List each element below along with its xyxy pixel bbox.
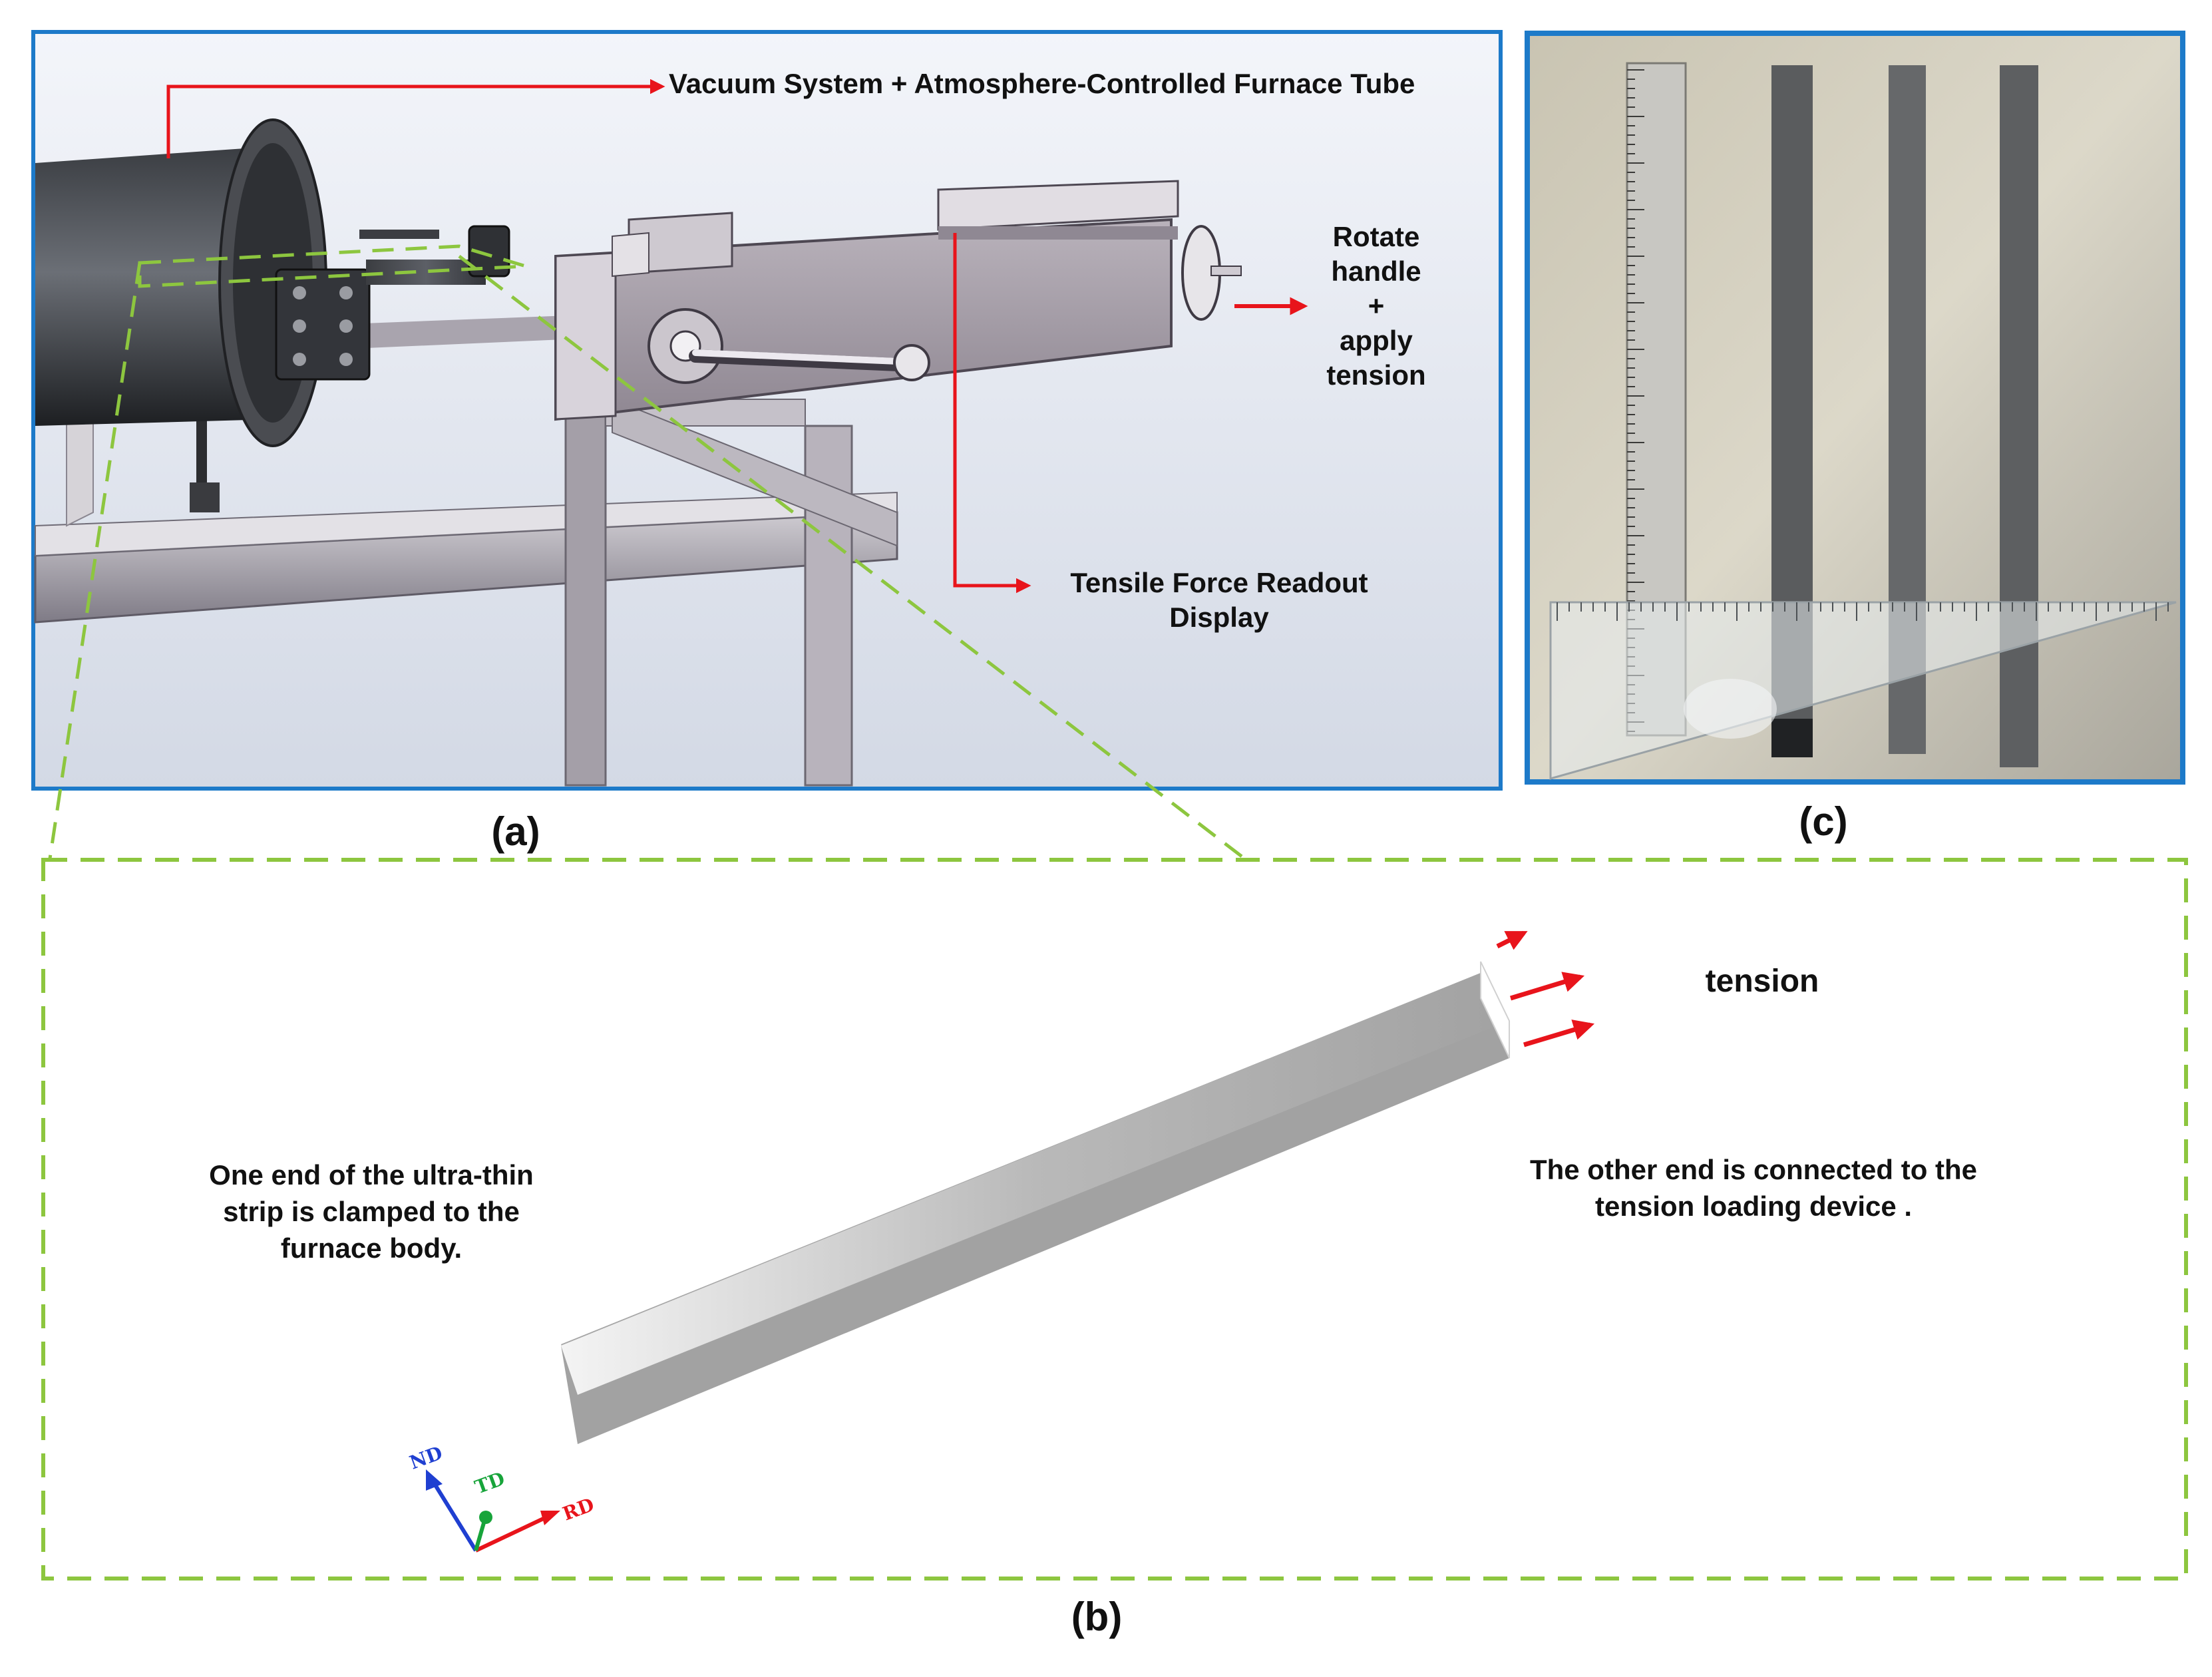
readoutText-line: Display bbox=[1169, 602, 1269, 633]
tension-arrow-3 bbox=[1523, 1020, 1595, 1047]
tension-arrow-1 bbox=[1496, 930, 1528, 950]
label-right-note: The other end is connected to the tension… bbox=[1530, 1154, 1977, 1222]
strip-samples-photo bbox=[1549, 62, 2177, 780]
zoom-callout bbox=[48, 244, 1246, 860]
zoom-region bbox=[138, 244, 526, 288]
caption-a: (a) bbox=[491, 809, 540, 854]
panel-c: (c) bbox=[1525, 31, 2185, 844]
coordinate-triad: ND TD RD bbox=[407, 1442, 597, 1553]
tension-arrow-2 bbox=[1509, 972, 1585, 1001]
axis-label-rd: RD bbox=[560, 1493, 597, 1525]
rotateText-line: apply bbox=[1340, 325, 1413, 356]
panel-b-border bbox=[41, 858, 2188, 1581]
readoutText-line: Tensile Force Readout bbox=[1070, 567, 1368, 598]
rotateText-line: + bbox=[1368, 290, 1385, 321]
panel-b: tension One end of the ultra-thin strip i… bbox=[41, 858, 2188, 1639]
furnace-machine-illustration bbox=[34, 118, 1242, 787]
rightNote-line: tension loading device . bbox=[1595, 1191, 1912, 1222]
rotateText-line: Rotate bbox=[1333, 221, 1420, 252]
leftNote-line: One end of the ultra-thin bbox=[209, 1159, 534, 1191]
label-furnace: Vacuum System + Atmosphere-Controlled Fu… bbox=[669, 68, 1415, 99]
axis-label-td: TD bbox=[472, 1467, 508, 1498]
leftNote-line: strip is clamped to the bbox=[223, 1196, 520, 1227]
leftNote-line: furnace body. bbox=[281, 1232, 462, 1264]
axis-label-nd: ND bbox=[407, 1442, 445, 1474]
caption-c: (c) bbox=[1799, 799, 1847, 844]
label-left-note: One end of the ultra-thin strip is clampe… bbox=[209, 1159, 534, 1264]
ultra-thin-strip bbox=[561, 961, 1510, 1444]
readout-leader-arrow bbox=[953, 233, 1031, 594]
label-tension: tension bbox=[1706, 964, 1819, 999]
furnace-leader-arrow bbox=[166, 79, 665, 158]
panel-a: Vacuum System + Atmosphere-Controlled Fu… bbox=[31, 30, 1503, 854]
rotateText-line: tension bbox=[1326, 359, 1425, 391]
caption-b: (b) bbox=[1071, 1594, 1123, 1639]
rightNote-line: The other end is connected to the bbox=[1530, 1154, 1977, 1185]
rotateText-line: handle bbox=[1331, 256, 1421, 287]
